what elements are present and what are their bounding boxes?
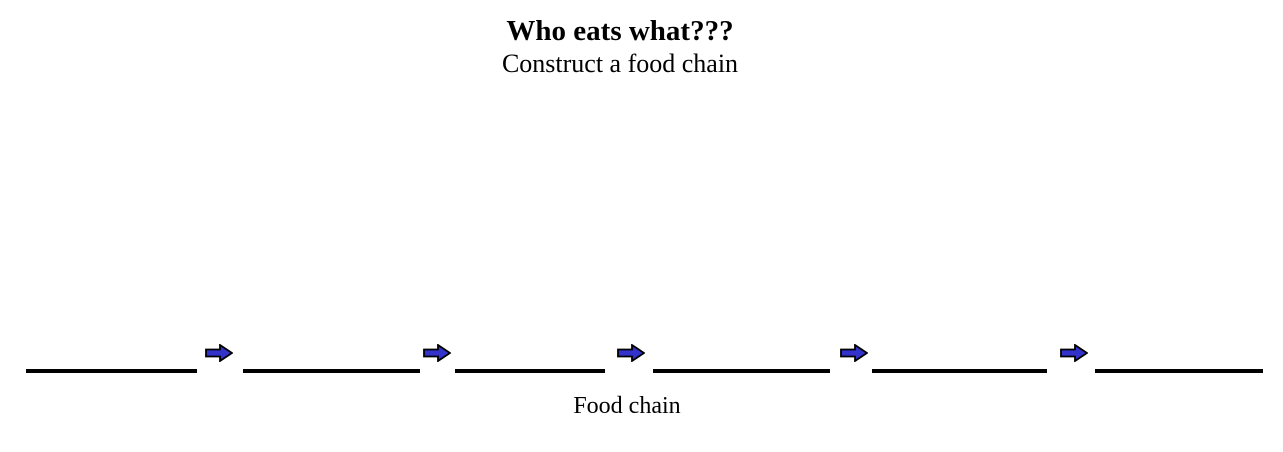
page-title: Who eats what??? — [506, 15, 734, 47]
right-arrow-icon — [205, 344, 233, 362]
blank-line-1[interactable] — [26, 369, 197, 373]
food-chain-row — [0, 344, 1283, 378]
food-chain-caption: Food chain — [573, 393, 681, 419]
blank-line-6[interactable] — [1095, 369, 1263, 373]
blank-line-2[interactable] — [243, 369, 420, 373]
right-arrow-icon — [1060, 344, 1088, 362]
blank-line-3[interactable] — [455, 369, 605, 373]
header: Who eats what??? Construct a food chain — [0, 15, 1240, 80]
right-arrow-icon — [423, 344, 451, 362]
blank-line-5[interactable] — [872, 369, 1047, 373]
right-arrow-icon — [840, 344, 868, 362]
page-subtitle: Construct a food chain — [501, 49, 739, 78]
right-arrow-icon — [617, 344, 645, 362]
blank-line-4[interactable] — [653, 369, 830, 373]
